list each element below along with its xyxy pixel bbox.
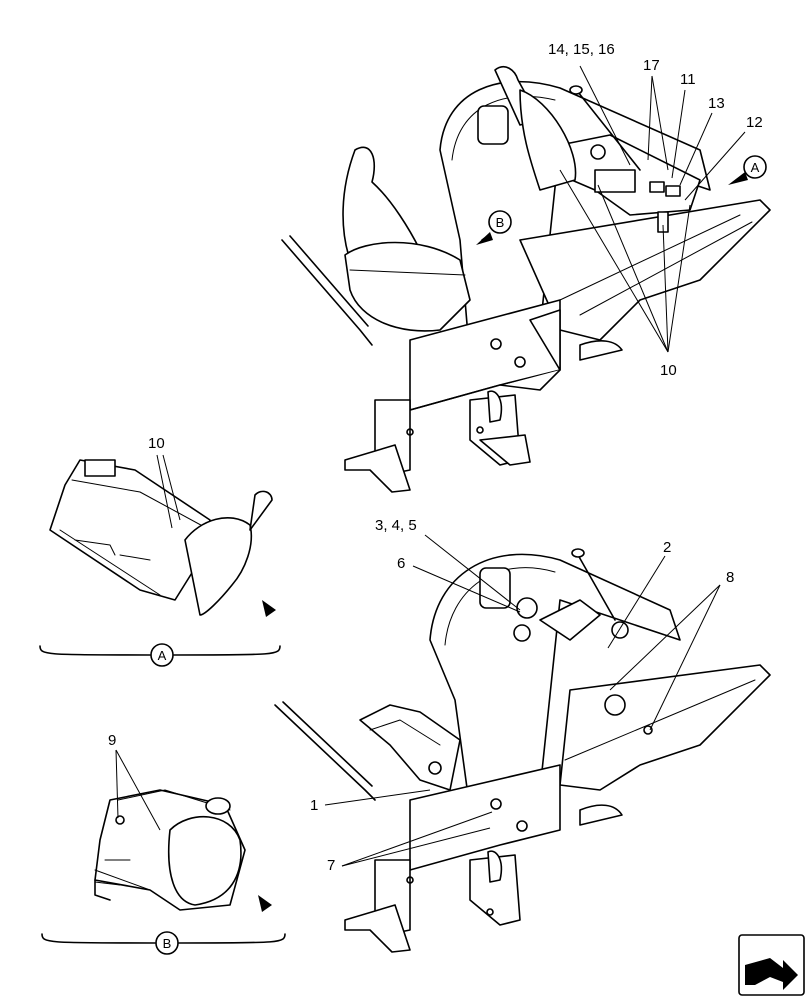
callout-10-view-a: 10	[148, 435, 165, 452]
callout-8: 8	[726, 569, 734, 586]
top-assembly: A B	[281, 65, 771, 493]
callout-7: 7	[327, 857, 335, 874]
view-b-marker-text: B	[496, 215, 505, 230]
view-a-marker-text: A	[751, 160, 760, 175]
view-b-marker: B	[476, 210, 512, 245]
callout-13: 13	[708, 95, 725, 112]
callout-17: 17	[643, 57, 660, 74]
view-a-detail: A	[39, 454, 281, 667]
callout-14-15-16: 14, 15, 16	[548, 41, 615, 58]
view-a-caption-text: A	[158, 648, 167, 663]
callout-3-4-5: 3, 4, 5	[375, 517, 417, 534]
bottom-assembly	[274, 534, 771, 953]
view-b-detail: B	[41, 749, 286, 955]
callout-12: 12	[746, 114, 763, 131]
callout-1: 1	[310, 797, 318, 814]
callout-11: 11	[680, 71, 696, 88]
callout-9: 9	[108, 732, 116, 749]
callout-2: 2	[663, 539, 671, 556]
view-b-caption-text: B	[163, 936, 172, 951]
bookmark-icon[interactable]	[738, 934, 805, 996]
view-a-marker: A	[728, 155, 767, 185]
callout-6: 6	[397, 555, 405, 572]
callout-10-top: 10	[660, 362, 677, 379]
